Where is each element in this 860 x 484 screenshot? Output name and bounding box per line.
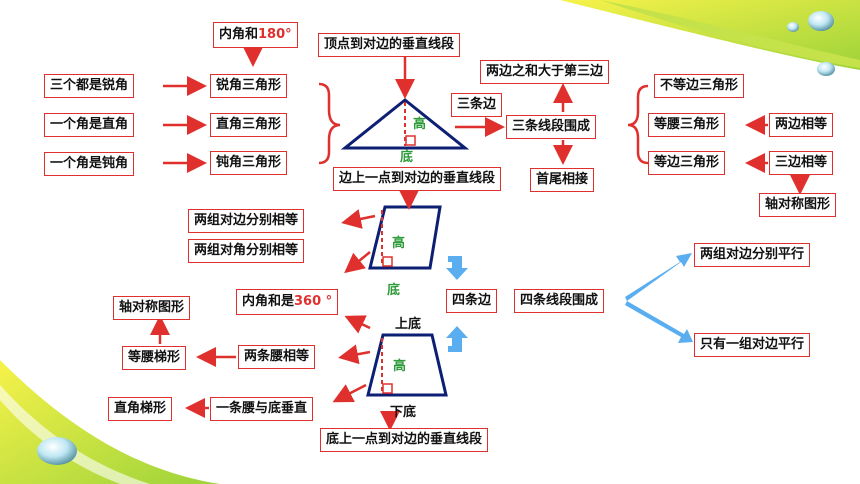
trapezoid-top-base: 上底 xyxy=(395,317,422,332)
triangle-height-label: 高 xyxy=(413,117,427,132)
triangle-shape xyxy=(340,98,470,150)
isosceles-triangle: 等腰三角形 xyxy=(648,113,726,137)
parallelogram-base-label: 底 xyxy=(387,283,401,298)
four-sides: 四条边 xyxy=(446,289,498,313)
opposite-sides-equal: 两组对边分别相等 xyxy=(188,209,305,233)
blue-arrow xyxy=(446,256,468,280)
two-pairs-parallel: 两组对边分别平行 xyxy=(694,243,811,267)
acute-condition: 三个都是锐角 xyxy=(44,74,135,98)
one-pair-parallel: 只有一组对边平行 xyxy=(694,333,811,357)
acute-triangle: 锐角三角形 xyxy=(210,74,288,98)
bracket xyxy=(627,84,649,165)
right-condition: 一个角是直角 xyxy=(44,113,135,137)
opposite-angles-equal: 两组对角分别相等 xyxy=(188,239,305,263)
bracket xyxy=(318,82,341,165)
water-drop xyxy=(817,62,835,76)
arrow xyxy=(344,251,371,274)
obtuse-triangle: 钝角三角形 xyxy=(210,151,288,175)
water-drop xyxy=(808,11,834,31)
three-sides-equal: 三边相等 xyxy=(769,151,834,175)
right-angle-mark xyxy=(405,135,416,146)
arrow xyxy=(332,383,367,403)
trapezoid-bottom-base: 下底 xyxy=(390,405,417,420)
obtuse-condition: 一个角是钝角 xyxy=(44,152,135,176)
four-segments-formed: 四条线段围成 xyxy=(514,289,605,313)
three-segments-formed: 三条线段围成 xyxy=(506,115,597,139)
three-sides: 三条边 xyxy=(451,93,503,117)
triangle-base-label: 底 xyxy=(400,150,414,165)
right-trapezoid: 直角梯形 xyxy=(108,397,173,421)
blue-arrow xyxy=(625,301,693,343)
two-sides-equal: 两边相等 xyxy=(769,113,834,137)
blue-arrow xyxy=(446,326,468,352)
right-angle-mark xyxy=(382,256,393,267)
top-right-swoosh-line xyxy=(600,0,860,68)
blue-arrow xyxy=(625,253,692,301)
triangle-axis-symmetric: 轴对称图形 xyxy=(759,193,837,217)
end-to-end: 首尾相接 xyxy=(530,168,595,192)
side-sum-rule: 两边之和大于第三边 xyxy=(480,60,610,84)
arrow xyxy=(341,209,376,229)
equilateral-triangle: 等边三角形 xyxy=(648,151,726,175)
arrow xyxy=(338,344,371,365)
triangle-altitude-label: 顶点到对边的垂直线段 xyxy=(318,33,461,57)
trapezoid-height-label: 高 xyxy=(393,359,407,374)
arrow xyxy=(344,315,371,334)
trapezoid-altitude-label: 底上一点到对边的垂直线段 xyxy=(320,428,489,452)
parallelogram-height-label: 高 xyxy=(392,236,406,251)
water-drop xyxy=(37,437,77,465)
trapezoid-axis-symmetric: 轴对称图形 xyxy=(113,296,191,320)
water-drop xyxy=(787,22,799,32)
leg-perpendicular-to-base: 一条腰与底垂直 xyxy=(210,397,314,421)
equal-legs: 两条腰相等 xyxy=(238,345,316,369)
right-angle-mark xyxy=(382,383,393,394)
isosceles-trapezoid: 等腰梯形 xyxy=(122,346,187,370)
trapezoid-shape xyxy=(366,333,448,397)
right-triangle: 直角三角形 xyxy=(210,113,288,137)
scalene-triangle: 不等边三角形 xyxy=(654,74,745,98)
parallelogram-altitude-label: 边上一点到对边的垂直线段 xyxy=(333,167,502,191)
parallelogram-shape xyxy=(368,205,442,270)
